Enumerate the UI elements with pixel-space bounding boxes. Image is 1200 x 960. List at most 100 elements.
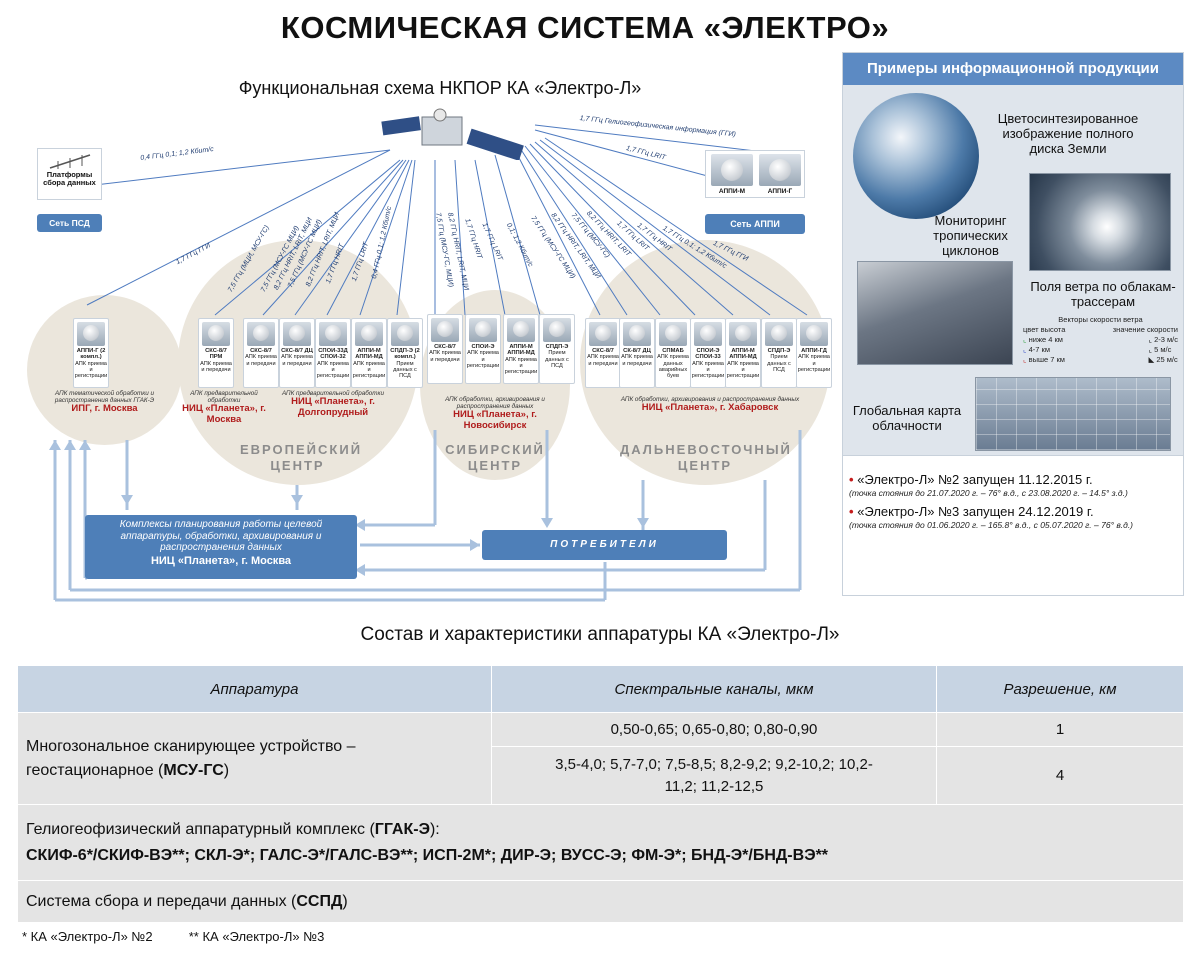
panel-title: Примеры информационной продукции <box>843 53 1183 85</box>
psd-label: Платформы сбора данных <box>43 170 96 187</box>
cloud-caption: Глобальная карта облачности <box>852 403 962 433</box>
link-eu-3 <box>294 159 407 316</box>
antenna-icon <box>729 322 757 346</box>
products-panel: Примеры информационной продукции Цветоси… <box>842 52 1184 596</box>
functional-diagram: Платформы сбора данных Сеть ПСД АППИ-М А… <box>15 100 832 610</box>
link-appi-m <box>534 129 716 179</box>
link-eu-4 <box>326 159 410 316</box>
antenna-icon <box>391 322 419 346</box>
antenna-icon <box>623 322 651 346</box>
page-title: КОСМИЧЕСКАЯ СИСТЕМА «ЭЛЕКТРО» <box>280 10 890 45</box>
antenna-icon <box>659 322 687 346</box>
eu-org-left: АПК предварительной обработки НИЦ «Плане… <box>182 390 266 425</box>
note-electro-2: • «Электро-Л» №2 запущен 11.12.2015 г.(т… <box>849 472 1128 498</box>
far-org: АПК обработки, архивирования и распростр… <box>620 396 800 413</box>
radio-links <box>49 124 808 602</box>
cyclone-caption: Мониторинг тропических циклонов <box>933 213 1008 258</box>
antenna-icon <box>469 318 497 342</box>
antenna-icon <box>507 318 535 342</box>
eu-org-right: АПК предварительной обработки НИЦ «Плане… <box>281 390 385 418</box>
antenna-icon <box>543 318 571 342</box>
psd-platform: Платформы сбора данных <box>37 148 102 200</box>
link-far-7 <box>544 137 808 316</box>
link-eu-1 <box>214 159 401 316</box>
antenna-icon <box>247 322 275 346</box>
wind-image <box>857 261 1013 365</box>
antenna-icon <box>202 322 230 346</box>
link-eu-6 <box>396 159 416 316</box>
antenna-icon <box>694 322 722 346</box>
ggak-cell: Гелиогеофизический аппаратурный комплекс… <box>17 804 1184 881</box>
footnotes: * КА «Электро-Л» №2 ** КА «Электро-Л» №3 <box>22 929 325 944</box>
link-psd <box>94 149 391 186</box>
consumers-box: ПОТРЕБИТЕЛИ <box>482 530 727 560</box>
antenna-icon <box>431 318 459 342</box>
disk-caption: Цветосинтезированное изображение полного… <box>997 111 1139 156</box>
cyclone-image <box>1029 173 1171 271</box>
link-far-6 <box>539 139 771 316</box>
channels-visible: 0,50-0,65; 0,65-0,80; 0,80-0,90 <box>491 712 937 747</box>
spec-table: Аппаратура Спектральные каналы, мкм Разр… <box>17 665 1184 923</box>
antenna-icon <box>765 322 793 346</box>
antenna-icon <box>800 322 828 346</box>
ipg-label: АПК тематической обработки и распростран… <box>54 390 155 414</box>
link-eu-2 <box>262 159 404 316</box>
european-center-label: ЕВРОПЕЙСКИЙ ЦЕНТР <box>240 442 363 473</box>
wind-caption: Поля ветра по облакам-трассерам <box>1030 279 1176 309</box>
link-far-2 <box>519 147 628 316</box>
sib-org: АПК обработки, архивирования и распростр… <box>445 396 545 431</box>
planning-complex: Комплексы планирования работы целевой ап… <box>85 515 357 579</box>
link-far-4 <box>529 143 696 316</box>
appi-g-label: АППИ-Г <box>767 188 793 195</box>
antenna-icon <box>319 322 347 346</box>
channels-ir: 3,5-4,0; 5,7-7,0; 7,5-8,5; 8,2-9,2; 9,2-… <box>491 746 937 805</box>
link-ipg <box>86 149 391 306</box>
link-far-3 <box>524 145 661 316</box>
cloud-map-image <box>975 377 1171 451</box>
res-visible: 1 <box>936 712 1184 747</box>
antenna-icon <box>589 322 617 346</box>
header-resolution: Разрешение, км <box>936 665 1184 713</box>
res-ir: 4 <box>936 746 1184 805</box>
link-far-5 <box>534 141 734 316</box>
far-east-center-label: ДАЛЬНЕВОСТОЧНЫЙ ЦЕНТР <box>620 442 792 473</box>
sspd-cell: Система сбора и передачи данных (ССПД) <box>17 880 1184 923</box>
link-sib-2 <box>454 159 466 316</box>
link-sib-3 <box>474 159 506 316</box>
appi-stations: АППИ-М АППИ-Г <box>705 150 805 198</box>
note-electro-3: • «Электро-Л» №3 запущен 24.12.2019 г.(т… <box>849 504 1134 530</box>
antenna-icon <box>283 322 311 346</box>
table-title: Состав и характеристики аппаратуры КА «Э… <box>360 624 840 645</box>
scheme-title: Функциональная схема НКПОР КА «Электро-Л… <box>238 78 642 98</box>
link-far-1 <box>514 149 601 316</box>
satellite-icon <box>380 105 530 161</box>
msu-cell: Многозональное сканирующее устройство – … <box>17 712 492 805</box>
ipg-station: АППИ-Г (2 компл.)АПК приема и регистраци… <box>73 318 109 388</box>
eu-station: СПДП-Э (2 компл.)Прием данных с ПСД <box>387 318 423 388</box>
header-channels: Спектральные каналы, мкм <box>491 665 937 713</box>
launch-notes: • «Электро-Л» №2 запущен 11.12.2015 г.(т… <box>843 455 1183 595</box>
antenna-icon <box>355 322 383 346</box>
psd-network: Сеть ПСД <box>37 214 102 232</box>
appi-m-label: АППИ-М <box>718 188 746 195</box>
earth-disk-image <box>853 93 979 219</box>
link-sib-4 <box>494 154 541 316</box>
link-eu-5 <box>359 159 413 316</box>
siberian-center-label: СИБИРСКИЙ ЦЕНТР <box>445 442 545 473</box>
